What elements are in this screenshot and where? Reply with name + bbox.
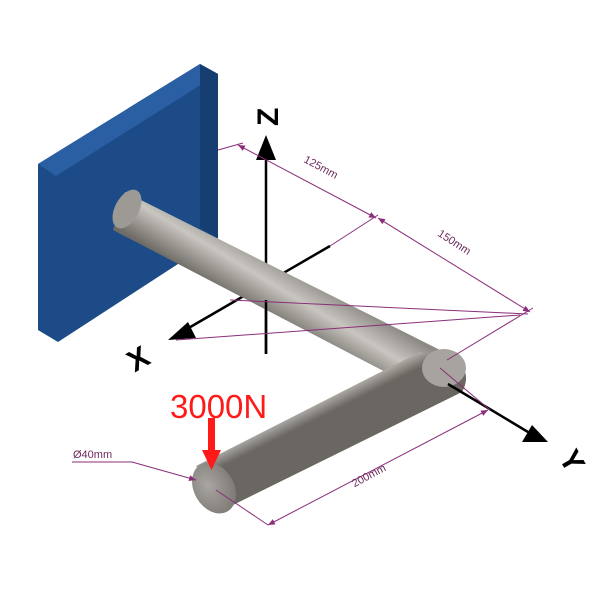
- force-arrow: [202, 418, 221, 470]
- rod-segment-1: [112, 189, 440, 390]
- dimension-lines: [72, 142, 534, 526]
- y-axis: [447, 382, 548, 442]
- dim-200-label: 200mm: [350, 462, 388, 490]
- y-axis-label: Y: [552, 444, 591, 478]
- x-axis-label: X: [122, 340, 156, 379]
- z-axis-label: Z: [252, 108, 285, 126]
- dim-125-label: 125mm: [302, 154, 340, 182]
- diameter-label: Ø40mm: [73, 449, 112, 461]
- dim-150-label: 150mm: [435, 228, 472, 258]
- load-label: 3000N: [170, 388, 267, 425]
